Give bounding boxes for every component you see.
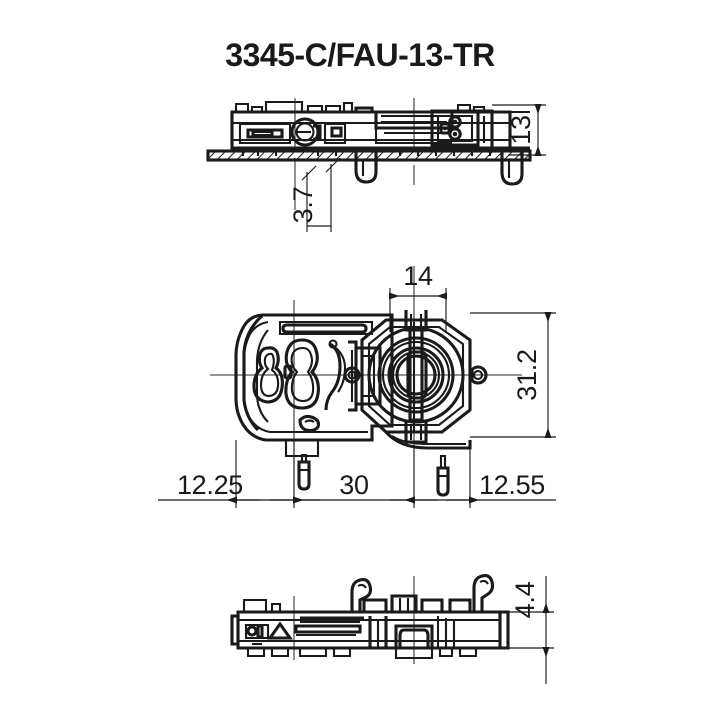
top-view: 13 3.7 <box>206 98 546 232</box>
dimension-label-31-2: 31.2 <box>512 349 542 400</box>
lock-cylinder-body <box>360 310 488 450</box>
middle-view: 14 31.2 12.25 30 12.55 <box>158 261 556 508</box>
dimension-3-7: 3.7 <box>288 157 341 232</box>
dimension-label-12-25: 12.25 <box>177 470 243 500</box>
dimension-13: 13 <box>492 103 546 157</box>
bottom-view: 4.4 <box>230 574 554 684</box>
bottom-dimension-chain: 12.25 30 12.55 <box>158 440 556 508</box>
panel-section-hatch <box>206 149 532 162</box>
dimension-label-12-55: 12.55 <box>479 470 545 500</box>
dimension-31-2: 31.2 <box>470 311 556 439</box>
dimension-label-4-4: 4.4 <box>510 581 540 618</box>
dimension-label-3-7: 3.7 <box>288 187 318 224</box>
page-title: 3345-C/FAU-13-TR <box>225 37 495 73</box>
mounting-pins <box>297 453 450 497</box>
dimension-label-14: 14 <box>403 261 433 291</box>
dimension-14: 14 <box>388 261 448 332</box>
top-view-body <box>230 100 530 186</box>
bottom-view-body <box>230 574 510 660</box>
dimension-4-4: 4.4 <box>484 576 554 684</box>
dimension-label-30: 30 <box>339 470 368 500</box>
dimension-label-13: 13 <box>506 115 536 144</box>
